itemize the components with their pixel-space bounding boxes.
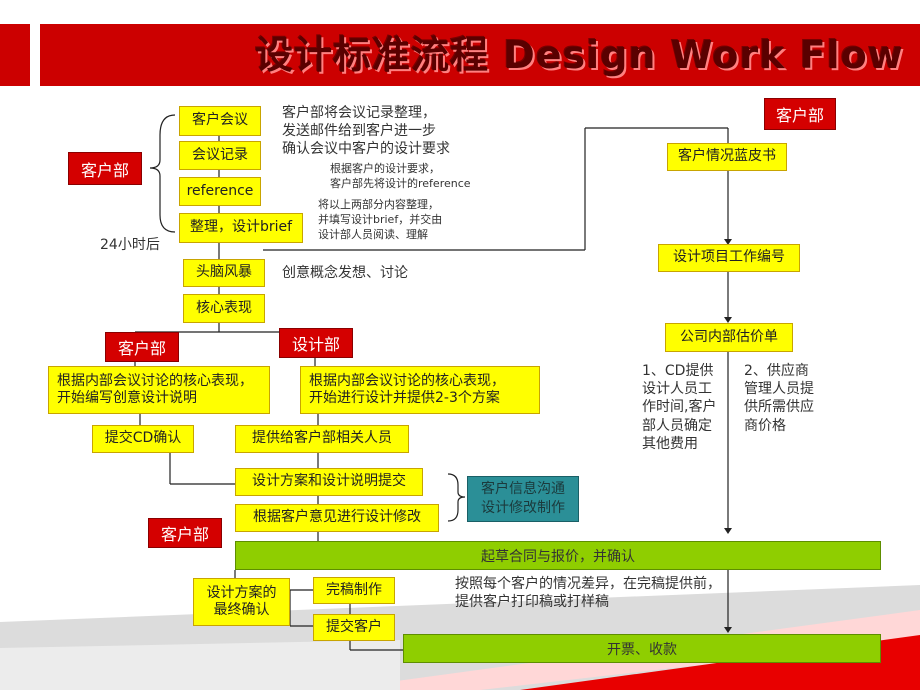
invoice-payment-bar: 开票、收款 xyxy=(403,634,881,663)
header-banner xyxy=(40,24,920,86)
submit-cd-box: 提交CD确认 xyxy=(92,425,194,453)
project-number-box: 设计项目工作编号 xyxy=(658,244,800,272)
brainstorm-box: 头脑风暴 xyxy=(183,259,265,287)
client-dept-label: 客户部 xyxy=(68,152,142,185)
client-creative-task-box: 根据内部会议讨论的核心表现， 开始编写创意设计说明 xyxy=(48,366,270,414)
core-expression-box: 核心表现 xyxy=(183,294,265,323)
brief-note: 将以上两部分内容整理， 并填写设计brief，并交由 设计部人员阅读、理解 xyxy=(318,198,443,241)
submit-client-box: 提交客户 xyxy=(313,614,395,641)
provide-client-box: 提供给客户部相关人员 xyxy=(235,425,409,453)
page-title: 设计标准流程 Design Work Flow xyxy=(255,33,904,77)
client-blue-book-box: 客户情况蓝皮书 xyxy=(667,143,787,171)
client-meeting-box: 客户会议 xyxy=(179,106,261,136)
internal-estimate-box: 公司内部估价单 xyxy=(665,323,793,352)
header-banner-left xyxy=(0,24,30,86)
design-dept-label: 设计部 xyxy=(279,328,353,358)
design-brief-box: 整理，设计brief xyxy=(179,213,303,243)
final-confirm-box: 设计方案的 最终确认 xyxy=(193,578,290,626)
meeting-minutes-box: 会议记录 xyxy=(179,141,261,170)
client-dept-label-3: 客户部 xyxy=(148,518,222,548)
print-proof-note: 按照每个客户的情况差异，在完稿提供前， 提供客户打印稿或打样稿 xyxy=(455,576,721,611)
submit-plan-box: 设计方案和设计说明提交 xyxy=(235,468,423,496)
minutes-note: 客户部将会议记录整理， 发送邮件给到客户进一步 确认会议中客户的设计要求 xyxy=(282,105,450,158)
brainstorm-note: 创意概念发想、讨论 xyxy=(282,265,408,281)
supplier-price-note: 2、供应商 管理人员提 供所需供应 商价格 xyxy=(744,363,814,434)
client-dept-label-2: 客户部 xyxy=(105,332,179,362)
client-dept-label-right: 客户部 xyxy=(764,98,836,130)
design-task-box: 根据内部会议讨论的核心表现， 开始进行设计并提供2-3个方案 xyxy=(300,366,540,414)
contract-quote-bar: 起草合同与报价，并确认 xyxy=(235,541,881,570)
reference-box: reference xyxy=(179,177,261,206)
time-note: 24小时后 xyxy=(100,237,160,253)
finalize-box: 完稿制作 xyxy=(313,577,395,604)
cd-cost-note: 1、CD提供 设计人员工 作时间,客户 部人员确定 其他费用 xyxy=(642,363,717,452)
communication-box: 客户信息沟通 设计修改制作 xyxy=(467,476,579,522)
reference-note: 根据客户的设计要求， 客户部先将设计的reference xyxy=(330,162,471,190)
revise-design-box: 根据客户意见进行设计修改 xyxy=(235,504,439,532)
